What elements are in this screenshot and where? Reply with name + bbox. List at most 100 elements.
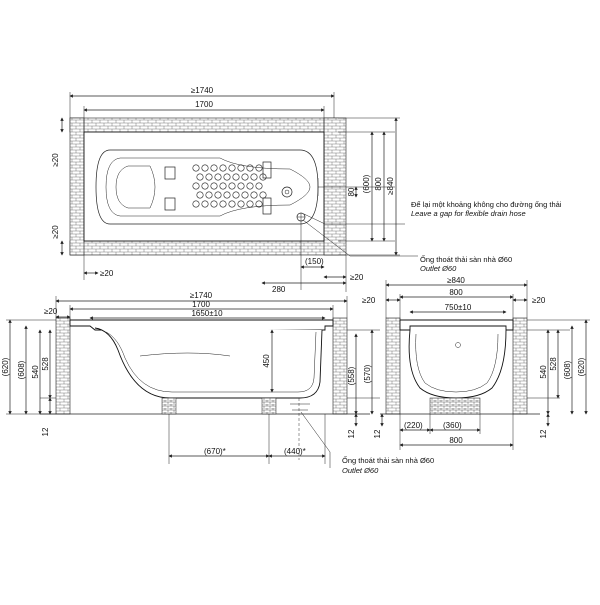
front-dim-440: (440)* [284,447,306,456]
side-dim-528: 528 [549,357,558,371]
note-outlet-vi-2: Ống thoát thải sàn nhà Ø60 [342,455,434,465]
front-elevation: ≥20 ≥1740 1700 1650±10 (620) (608) 540 5… [1,291,434,475]
side-dim-360: (360) [443,421,462,430]
front-dim-1700: 1700 [192,300,210,309]
front-dim-1740: ≥1740 [190,291,213,300]
plan-dot [205,191,213,199]
plan-dot [241,191,249,199]
plan-dot [232,191,240,199]
plan-tub-basin [95,149,319,225]
plan-dot [219,200,227,208]
side-dim-540: 540 [539,365,548,379]
plan-dot [201,164,209,172]
front-leg-right [261,397,277,415]
plan-dim-280: 280 [272,285,286,294]
plan-dim-1700: 1700 [195,100,213,109]
plan-dim-80: 80 [347,187,356,196]
note-outlet-en-2: Outlet Ø60 [342,466,379,475]
front-dim-450: 450 [262,354,271,368]
side-dim-800-bottom: 800 [449,436,463,445]
side-dim-608: (608) [563,360,572,379]
front-dim-670: (670)* [204,447,226,456]
front-wall-right [332,317,348,415]
plan-dot [201,200,209,208]
plan-dot [196,173,204,181]
plan-wall-top [69,117,339,133]
plan-dot [255,182,263,190]
plan-dot [192,182,200,190]
front-dim-20-top: ≥20 [44,307,58,316]
plan-dot [228,182,236,190]
front-dim-540: 540 [31,365,40,379]
side-dim-620: (620) [577,357,586,376]
plan-dim-1740: ≥1740 [191,86,214,95]
front-leg-left [161,397,177,415]
front-dim-608: (608) [17,360,26,379]
plan-dot [259,191,267,199]
note-outlet-vi-1: Ống thoát thải sàn nhà Ø60 [420,254,512,264]
plan-wall-left [69,117,85,256]
side-dim-220: (220) [404,421,423,430]
plan-handle-bottom [164,197,176,211]
plan-dot [210,200,218,208]
plan-dot [214,173,222,181]
plan-wall-right [323,117,347,256]
plan-dot [250,191,258,199]
plan-dim-20-left-top: ≥20 [51,153,60,167]
side-dim-750: 750±10 [445,303,472,312]
plan-dot [232,173,240,181]
front-dim-1650: 1650±10 [191,309,223,318]
plan-tub-outline [83,131,325,242]
note-outlet-en-1: Outlet Ø60 [420,264,457,273]
front-dim-528: 528 [41,357,50,371]
plan-dim-800: 800 [374,177,383,191]
plan-dot [210,164,218,172]
plan-dim-150: (150) [305,257,324,266]
plan-dot [255,200,263,208]
front-wall-left [55,317,71,415]
side-dim-12-right: 12 [539,429,548,438]
plan-dot [228,200,236,208]
front-dim-570: (570) [363,364,372,383]
side-wall-left [385,317,401,415]
side-dim-840: ≥840 [447,276,465,285]
plan-drain-icon [281,186,293,198]
plan-dot [192,200,200,208]
side-legs [429,397,481,415]
plan-dot [237,182,245,190]
side-dim-800: 800 [449,288,463,297]
plan-dot [219,182,227,190]
plan-dot [228,164,236,172]
plan-anti-slip-dots [192,164,267,208]
plan-dot [246,164,254,172]
plan-dim-20-bottom: ≥20 [100,269,114,278]
plan-handle-top [164,166,176,180]
plan-view: ≥1740 1700 ≥20 ≥20 ≥20 (150) 280 ≥20 80 … [51,86,562,294]
plan-dot [192,164,200,172]
front-dim-12-right: 12 [347,429,356,438]
plan-dot [259,173,267,181]
plan-dot [196,191,204,199]
plan-dim-20-left-bottom: ≥20 [51,225,60,239]
note-gap-en: Leave a gap for flexible drain hose [411,209,526,218]
front-tub-body [94,327,323,399]
plan-dim-20-right: ≥20 [350,273,364,282]
side-dim-20-right: ≥20 [532,296,546,305]
plan-wall-bottom [69,240,339,256]
front-tub-rim [69,319,334,331]
front-dim-620: (620) [1,357,10,376]
plan-grip-top [262,161,272,179]
side-elevation: ≥840 800 ≥20 ≥20 750±10 540 528 (608) (6… [362,276,590,450]
front-dim-12: 12 [41,427,50,436]
plan-dot [237,200,245,208]
note-gap-vi: Để lại một khoảng không cho đường ống th… [411,200,562,209]
plan-grip-bottom [262,197,272,215]
plan-dot [255,164,263,172]
plan-dot [223,173,231,181]
plan-dot [210,182,218,190]
plan-dot [246,182,254,190]
side-wall-right [512,317,528,415]
side-dim-20-left: ≥20 [362,296,376,305]
plan-dot [246,200,254,208]
